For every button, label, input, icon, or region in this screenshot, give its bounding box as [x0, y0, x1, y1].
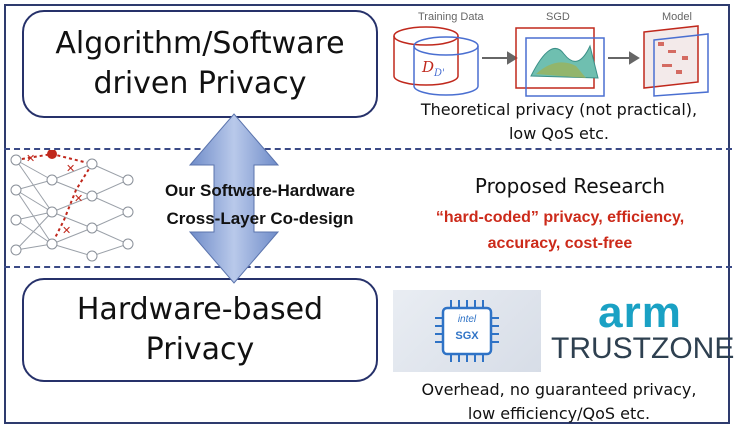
sgd-label: SGD: [546, 11, 570, 23]
double-arrow-icon: [188, 113, 280, 284]
hardware-privacy-box: Hardware-based Privacy: [22, 278, 378, 382]
svg-text:✕: ✕: [26, 152, 35, 165]
database-icon: [393, 26, 479, 96]
algorithm-software-box: Algorithm/Software driven Privacy: [22, 10, 378, 118]
proposed-research-title: Proposed Research: [474, 174, 666, 198]
dataset-symbol: D: [421, 58, 434, 76]
svg-text:✕: ✕: [62, 224, 71, 237]
top-caption: Theoretical privacy (not practical), low…: [420, 100, 698, 143]
sgx-text: SGX: [455, 330, 479, 342]
bottom-caption: Overhead, no guaranteed privacy, low eff…: [421, 380, 697, 423]
svg-text:✕: ✕: [66, 162, 75, 175]
training-data-label: Training Data: [418, 11, 485, 23]
codesign-title: Our Software-Hardware Cross-Layer Co-des…: [165, 181, 355, 228]
model-icon-blue: [653, 33, 709, 97]
bottom-dashed-divider: [4, 266, 732, 268]
svg-text:✕: ✕: [74, 192, 83, 205]
proposed-research-description: “hard-coded” privacy, efficiency, accura…: [435, 209, 685, 252]
model-icon-red: [643, 25, 699, 89]
trustzone-logo: TRUSTZONE: [551, 332, 735, 365]
sgd-box-red: [515, 27, 595, 89]
outer-frame: [4, 4, 730, 424]
dp-sgd-pipeline-figure: Training Data SGD Model D D': [393, 11, 709, 97]
cpu-chip-icon: [435, 300, 499, 362]
model-label: Model: [662, 11, 692, 23]
sgd-box-blue: [525, 37, 605, 97]
pipeline-arrow-icon: [608, 51, 640, 65]
neural-network-icon: ✕ ✕ ✕ ✕: [10, 150, 134, 262]
middle-band: [0, 149, 736, 267]
intel-sgx-logo: intel SGX: [393, 290, 541, 372]
pipeline-arrow-icon: [482, 51, 518, 65]
arm-logo: arm: [598, 288, 682, 337]
dataset-prime-symbol: D': [433, 68, 445, 79]
top-dashed-divider: [4, 148, 732, 150]
intel-text: intel: [457, 314, 477, 325]
